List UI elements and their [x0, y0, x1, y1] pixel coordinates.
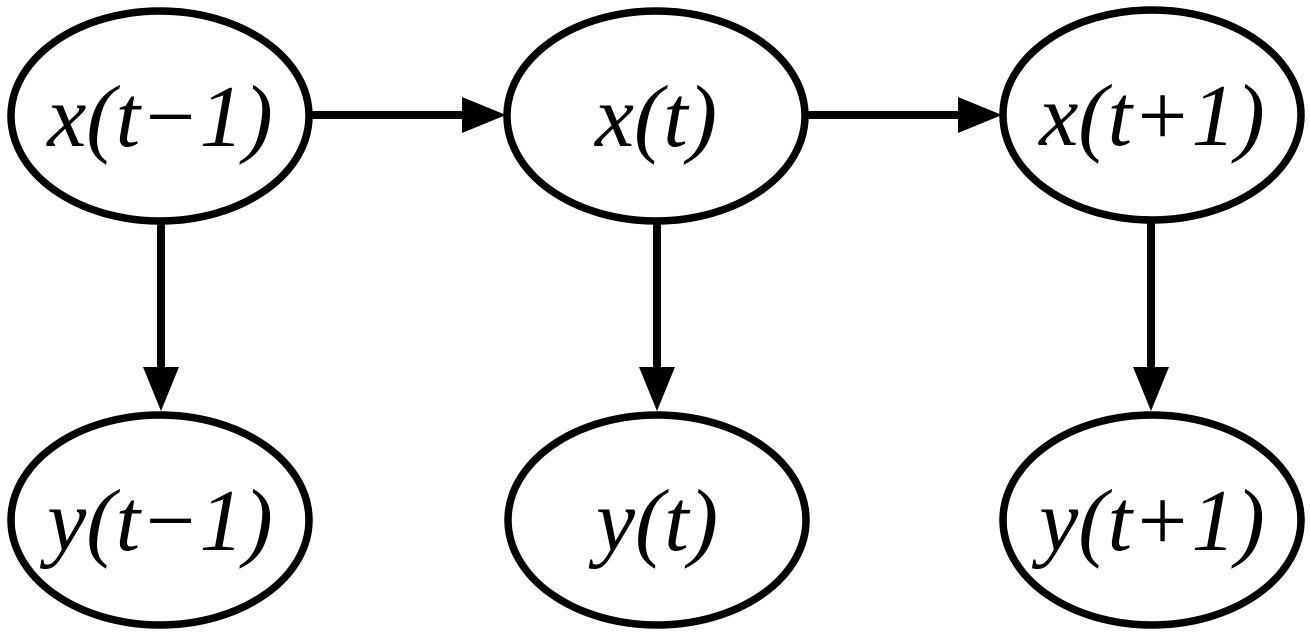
node-shape [504, 411, 810, 629]
arrowhead-down-icon [143, 367, 179, 411]
node-y-t-minus-1: y(t−1) [7, 411, 313, 629]
node-x-t: x(t) [503, 7, 809, 225]
node-y-t-plus-1: y(t+1) [999, 411, 1305, 629]
node-label: x(t) [593, 69, 717, 166]
edge-x-t-to-x-t-plus-1 [802, 97, 1002, 133]
node-label: y(t) [588, 473, 718, 570]
edge-x-t-minus-1-to-x-t [306, 97, 506, 133]
node-y-t: y(t) [504, 411, 810, 629]
arrowhead-right-icon [462, 97, 506, 133]
node-shape [503, 7, 809, 225]
node-x-t-plus-1: x(t+1) [999, 6, 1305, 224]
arrowhead-right-icon [958, 97, 1002, 133]
node-shape [7, 411, 313, 629]
node-label: y(t−1) [39, 473, 273, 570]
node-label: x(t+1) [1037, 68, 1265, 165]
edge-x-t-minus-1-to-y-t-minus-1 [143, 218, 179, 411]
arrowhead-down-icon [1133, 367, 1169, 411]
edge-x-t-plus-1-to-y-t-plus-1 [1133, 218, 1169, 411]
node-shape [999, 411, 1305, 629]
node-shape [7, 7, 313, 225]
node-x-t-minus-1: x(t−1) [7, 7, 313, 225]
node-label: y(t+1) [1031, 473, 1265, 570]
edge-x-t-to-y-t [639, 218, 675, 411]
node-shape [999, 6, 1305, 224]
node-label: x(t−1) [45, 69, 273, 166]
arrowhead-down-icon [639, 367, 675, 411]
